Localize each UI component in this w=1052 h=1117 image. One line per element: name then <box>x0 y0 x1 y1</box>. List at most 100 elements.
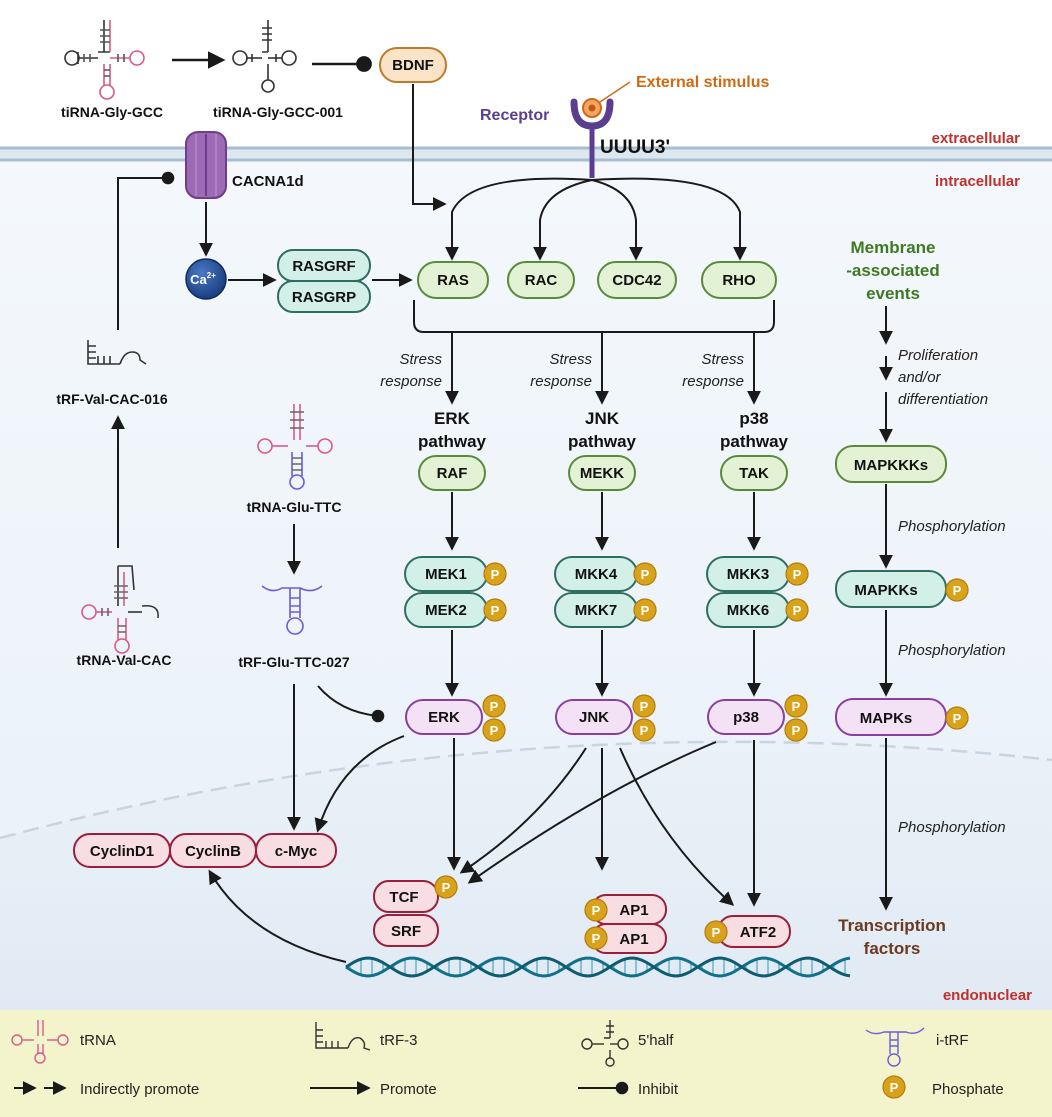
mapkkk-tak-label: TAK <box>739 465 769 482</box>
trna-glu-ttc-icon <box>257 404 333 490</box>
svg-text:P: P <box>641 567 650 582</box>
mapkks-phosphate: P <box>945 578 969 602</box>
pathway-name: p38 <box>739 409 768 428</box>
legend-itrf-label: i-tRF <box>936 1032 969 1049</box>
srf-node <box>373 914 439 947</box>
mapkkks-label: MAPKKKs <box>854 457 928 474</box>
cmyc-label: c-Myc <box>275 843 318 860</box>
response-label: response <box>682 373 744 390</box>
mapk-erk-label: ERK <box>428 709 460 726</box>
pathway-name: ERK <box>434 409 471 428</box>
mapkk-mkk7-label: MKK7 <box>575 602 618 619</box>
mapkkk-tak-node <box>720 455 788 491</box>
mapkk-mek1-label: MEK1 <box>425 566 467 583</box>
trf-val-cac-016-label: tRF-Val-CAC-016 <box>56 391 167 407</box>
dna-strand-a <box>345 956 851 978</box>
phosphate-badge: P <box>784 694 808 718</box>
receptor-label: Receptor <box>480 107 549 124</box>
legend-trf3-label: tRF-3 <box>380 1032 418 1049</box>
legend-5half-label: 5'half <box>638 1032 674 1049</box>
external-stimulus-label: External stimulus <box>636 74 769 91</box>
mapk-erk-node <box>405 699 483 735</box>
svg-text:differentiation: differentiation <box>898 391 988 408</box>
legend-5half-icon <box>581 1020 629 1067</box>
nuclear-envelope <box>0 740 1052 840</box>
phosphate-badge: P <box>483 598 507 622</box>
stress-label: Stress <box>549 351 592 368</box>
svg-text:P: P <box>792 723 801 738</box>
gtpase-cdc42-node <box>597 261 677 299</box>
phos-label-2: Phosphorylation <box>898 642 1006 659</box>
mapkkk-raf-label: RAF <box>437 465 468 482</box>
phosphate-badge: P <box>632 694 656 718</box>
legend-trna-icon <box>11 1020 69 1064</box>
gtpase-cdc42-label: CDC42 <box>612 272 661 289</box>
phos-label-1: Phosphorylation <box>898 518 1006 535</box>
cyclin-row: CyclinD1 CyclinB c-Myc <box>73 833 337 868</box>
phosphate-badge: P <box>784 718 808 742</box>
phosphate-badge: P <box>483 562 507 586</box>
transcription-factors-label: Transcription factors <box>838 916 946 958</box>
tirna-gly-gcc-label: tiRNA-Gly-GCC <box>61 104 163 120</box>
cacna1d-channel-icon <box>185 131 227 199</box>
svg-text:Membrane: Membrane <box>850 238 935 257</box>
mapk-pathways: StressresponseERKpathwayRAFMEK1MEK2PPERK… <box>380 332 809 742</box>
mapkks-label: MAPKKs <box>854 582 917 599</box>
inhibit-trf027-erk <box>317 685 385 723</box>
mapkk-mkk6-label: MKK6 <box>727 602 770 619</box>
mapks-phosphate: P <box>945 706 969 730</box>
svg-text:P: P <box>592 931 601 946</box>
phosphate-badge: P <box>785 562 809 586</box>
svg-text:P: P <box>793 567 802 582</box>
trna-val-cac-label: tRNA-Val-CAC <box>77 652 172 668</box>
receptor-icon <box>570 98 614 178</box>
phosphate-badge: P <box>482 694 506 718</box>
stress-label: Stress <box>701 351 744 368</box>
stimulus-ligand-core <box>588 104 596 112</box>
ap1-label-b: AP1 <box>619 931 648 948</box>
rasgrf-label: RASGRF <box>292 258 355 275</box>
svg-text:P: P <box>953 711 962 726</box>
phosphate-badge: P <box>482 718 506 742</box>
gtpase-rho-label: RHO <box>722 272 756 289</box>
svg-text:P: P <box>641 603 650 618</box>
svg-text:P: P <box>442 880 451 895</box>
svg-text:P: P <box>792 699 801 714</box>
legend-phosphate-icon: P <box>882 1075 906 1099</box>
trna-glu-ttc-label: tRNA-Glu-TTC <box>247 499 342 515</box>
response-label: response <box>530 373 592 390</box>
atf2-phosphate: P <box>704 920 728 944</box>
arrow-dna-to-cyclin <box>208 869 347 963</box>
proliferation-label: Proliferation and/or differentiation <box>898 347 988 408</box>
bdnf-node <box>379 47 447 83</box>
dna-strand-b <box>345 956 851 978</box>
gtpase-rac-label: RAC <box>525 272 558 289</box>
ap1-b-phosphate: P <box>584 926 608 950</box>
receptor-branch-arrows <box>445 177 747 261</box>
nuclear-arrows <box>314 735 761 907</box>
stress-label: Stress <box>399 351 442 368</box>
legend-trna-label: tRNA <box>80 1032 116 1049</box>
phosphate-badge: P <box>633 562 657 586</box>
svg-text:P: P <box>491 603 500 618</box>
svg-text:P: P <box>490 699 499 714</box>
svg-text:P: P <box>592 903 601 918</box>
gtpase-rho-node <box>701 261 777 299</box>
svg-text:P: P <box>712 925 721 940</box>
arrow-bdnf-to-ras <box>412 84 447 211</box>
svg-text:P: P <box>953 583 962 598</box>
trna-val-cac-icon <box>81 565 159 654</box>
svg-text:P: P <box>640 723 649 738</box>
mapk-jnk-label: JNK <box>579 709 609 726</box>
svg-text:Proliferation: Proliferation <box>898 347 978 364</box>
svg-text:-associated: -associated <box>846 261 940 280</box>
membrane-events-label: Membrane -associated events <box>846 238 940 303</box>
mapkk-mkk3-label: MKK3 <box>727 566 770 583</box>
extracellular-region <box>0 0 1052 148</box>
mapkk-mkk4-label: MKK4 <box>575 566 618 583</box>
mapkk-mek2-label: MEK2 <box>425 602 467 619</box>
mapk-p38-label: p38 <box>733 709 759 726</box>
tcf-phosphate: P <box>434 875 458 899</box>
